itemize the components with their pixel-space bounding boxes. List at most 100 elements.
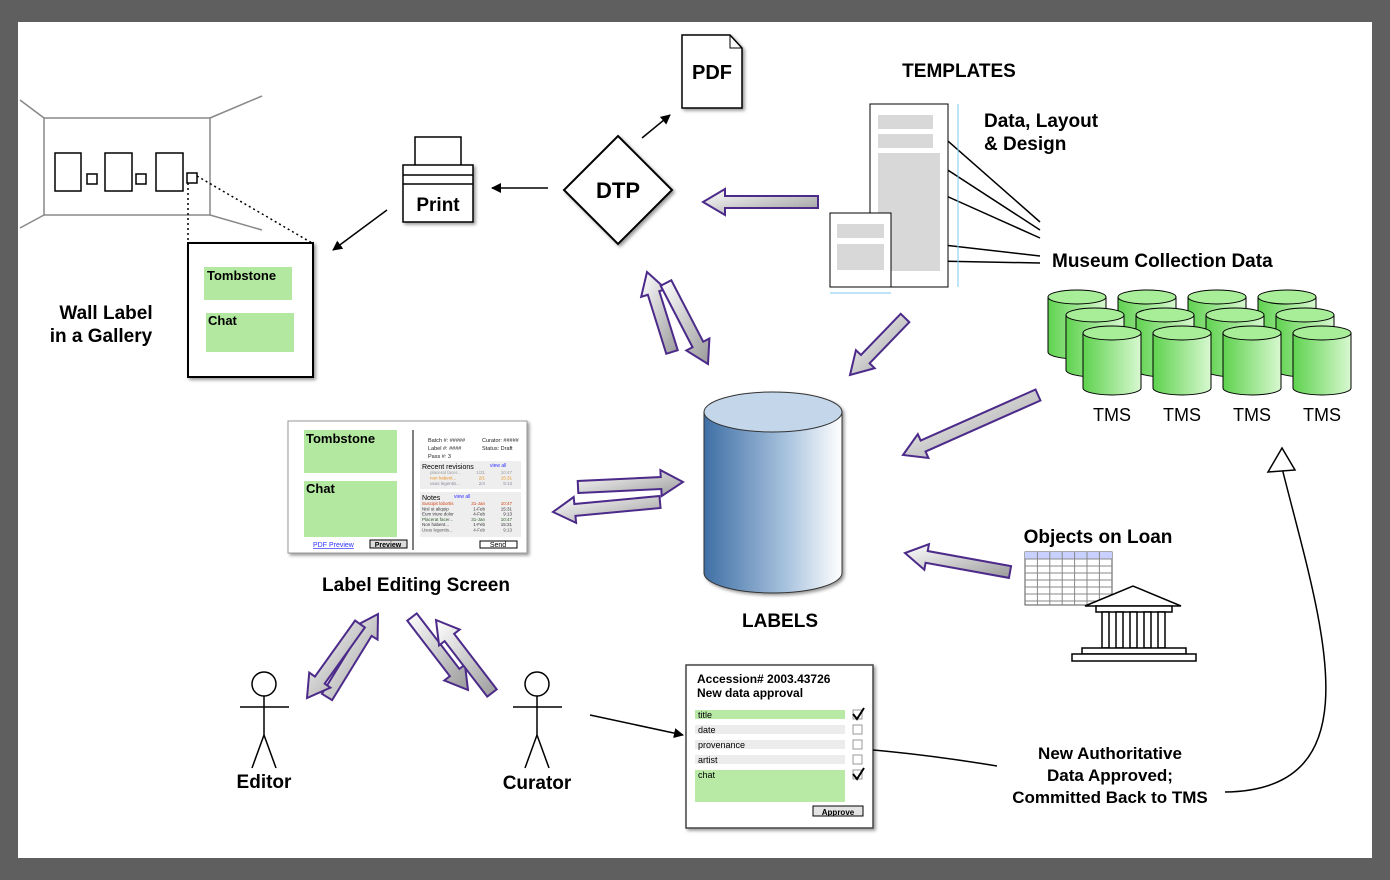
tms-cylinder (1222, 325, 1282, 396)
row-date: 4-Feb (473, 528, 485, 533)
wall-label-card: Tombstone Chat (187, 242, 314, 378)
row-text: Usus legentis... (422, 528, 453, 533)
approval-field-row: provenance (695, 739, 863, 750)
printer-icon (402, 136, 474, 223)
wall-label-title-2: in a Gallery (50, 326, 153, 347)
label-editing-screen-caption: Label Editing Screen (322, 575, 510, 596)
commit-text-1: New Authoritative (1038, 744, 1182, 763)
approval-checkbox[interactable] (852, 754, 863, 765)
pdf-document-icon (681, 34, 743, 109)
hollow-arrow (848, 312, 911, 377)
commit-text-2: Data Approved; (1047, 766, 1173, 785)
field-label: date (698, 725, 716, 735)
field-date (695, 725, 845, 734)
dtp-diamond (562, 134, 674, 246)
tms-label: TMS (1303, 405, 1341, 425)
row-date: 1-Feb (473, 522, 485, 527)
row-text: Suscipit lobortis (422, 501, 454, 506)
hollow-arrow (551, 494, 662, 525)
editor-figure-icon (240, 671, 289, 769)
row-date: 4-Feb (473, 512, 485, 517)
approve-button[interactable] (812, 805, 864, 817)
labels-database (703, 391, 843, 594)
approval-field-row: artist (695, 754, 863, 765)
row-text: Non habent... (422, 522, 449, 527)
row-time: 9:13 (503, 528, 512, 533)
hollow-arrow (903, 542, 1013, 580)
row-time: 15:31 (501, 476, 513, 481)
tms-label: TMS (1233, 405, 1271, 425)
template-documents (829, 103, 959, 294)
checkmark-icon (852, 707, 865, 721)
approve-button-label: Approve (822, 808, 855, 817)
send-button-label: Send (490, 542, 506, 549)
editor-label: Editor (237, 772, 292, 793)
row-text: usus legentis... (430, 481, 460, 486)
tms-label: TMS (1093, 405, 1131, 425)
tms-cylinder (1152, 325, 1212, 396)
hollow-arrow (576, 468, 685, 498)
row-time: 15:31 (501, 522, 513, 527)
hollow-arrow (901, 388, 1042, 460)
approval-field-row: title (695, 707, 865, 721)
tms-cylinder (1082, 325, 1142, 396)
data-approval-form: Accession# 2003.43726 New data approval … (685, 664, 874, 829)
connector-line (872, 749, 998, 767)
checkmark-icon (852, 767, 865, 781)
row-time: 9:13 (503, 512, 512, 517)
preview-button-label: Preview (375, 542, 402, 549)
wall-label-title-1: Wall Label (59, 303, 152, 324)
row-text: Nisl ut aliquip (422, 506, 449, 511)
approval-checkbox[interactable] (852, 724, 863, 735)
gallery-wall-illustration (19, 95, 313, 244)
approval-title: New data approval (697, 686, 803, 700)
view-all-revisions-link[interactable]: view all (490, 463, 506, 469)
wall-chat: Chat (208, 313, 238, 328)
row-date: 2/1 (479, 476, 486, 481)
notes-title: Notes (422, 495, 441, 502)
print-label: Print (416, 195, 460, 216)
templates-subtitle-2: & Design (984, 134, 1066, 155)
hollow-arrow (320, 612, 380, 702)
field-provenance (695, 740, 845, 749)
row-time: 10:47 (501, 517, 513, 522)
labels-db-label: LABELS (742, 611, 818, 632)
hollow-arrow (434, 618, 499, 699)
curator-field: Curator: ##### (482, 438, 520, 444)
arrow-head-icon (1266, 446, 1297, 473)
row-time: 9:13 (503, 481, 512, 486)
row-text: non habent... (430, 476, 456, 481)
curator-label: Curator (503, 773, 572, 794)
row-text: placerat facer... (430, 470, 461, 475)
hollow-arrow (701, 187, 819, 217)
loan-spreadsheet-icon (1024, 551, 1113, 606)
accession-number: Accession# 2003.43726 (697, 672, 831, 686)
preview-button[interactable] (369, 539, 408, 549)
row-text: Eum iriure dolor (422, 512, 454, 517)
chat-field[interactable] (304, 481, 397, 537)
pdf-preview-link[interactable]: PDF Preview (313, 542, 355, 549)
chat-label: Chat (306, 481, 336, 496)
row-time: 10:47 (501, 470, 513, 475)
row-date: 31-Jan (471, 501, 485, 506)
field-title (695, 710, 845, 719)
tombstone-field[interactable] (304, 430, 397, 473)
pdf-label: PDF (692, 62, 732, 84)
approval-checkbox[interactable] (852, 739, 863, 750)
view-all-notes-link[interactable]: view all (454, 494, 470, 500)
hollow-arrow (305, 619, 367, 700)
hollow-arrow (659, 278, 711, 366)
tms-labels: TMS TMS TMS TMS (1093, 405, 1341, 425)
row-date: 1-Feb (473, 506, 485, 511)
pass-number: Pass #: 3 (428, 454, 451, 460)
hollow-arrow (639, 270, 679, 356)
templates-subtitle-1: Data, Layout (984, 111, 1099, 132)
row-text: Placerat facer... (422, 517, 453, 522)
tms-cylinder (1292, 325, 1352, 396)
approval-field-row: date (695, 724, 863, 735)
field-label: chat (698, 770, 716, 780)
send-button[interactable] (479, 540, 518, 549)
row-date: 31-Jan (471, 517, 485, 522)
approval-field-row: chat (695, 767, 865, 802)
